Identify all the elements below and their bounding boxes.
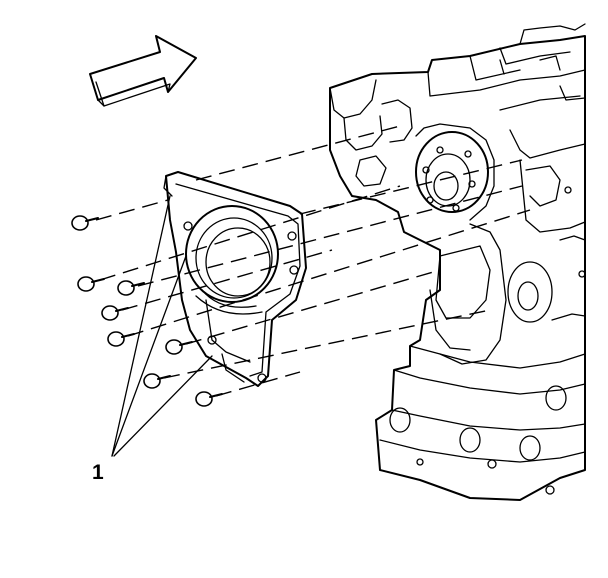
cover-bolts: [71, 215, 223, 407]
bolt: [165, 339, 193, 355]
bolt: [77, 276, 105, 292]
crankshaft-rear-seal: [185, 205, 279, 315]
bolt: [143, 373, 171, 389]
engine-block: [329, 23, 586, 501]
bolt: [107, 331, 135, 347]
alignment-lines: [95, 125, 531, 397]
bolt: [71, 215, 99, 231]
callout-label-1: 1: [92, 461, 104, 484]
bolt: [117, 280, 145, 296]
rear-cover-housing: [163, 171, 307, 387]
direction-arrow-icon: [89, 35, 197, 107]
bolt: [195, 391, 223, 407]
bolt: [101, 305, 129, 321]
callout-leader-lines: [111, 195, 213, 457]
crankshaft-flange: [415, 123, 495, 221]
